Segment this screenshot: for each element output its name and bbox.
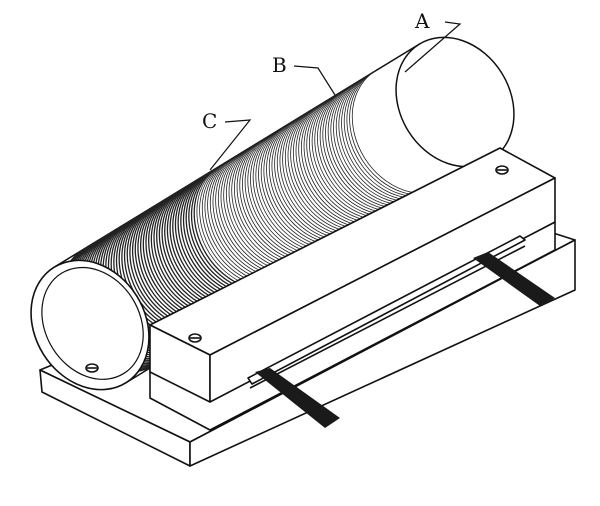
contact-legs: [255, 252, 555, 428]
coil-end-rim: [41, 266, 144, 380]
leader-line-a: [404, 21, 462, 73]
label-c: C: [202, 109, 217, 133]
leader-line-b: [293, 65, 336, 96]
coil-near-end: [30, 259, 150, 391]
leader-line-c: [209, 119, 252, 171]
clamp-block: [149, 147, 556, 403]
screw-heads: [85, 165, 509, 373]
label-a: A: [414, 9, 430, 33]
label-b: B: [272, 53, 287, 77]
slider-rail: [247, 235, 526, 385]
